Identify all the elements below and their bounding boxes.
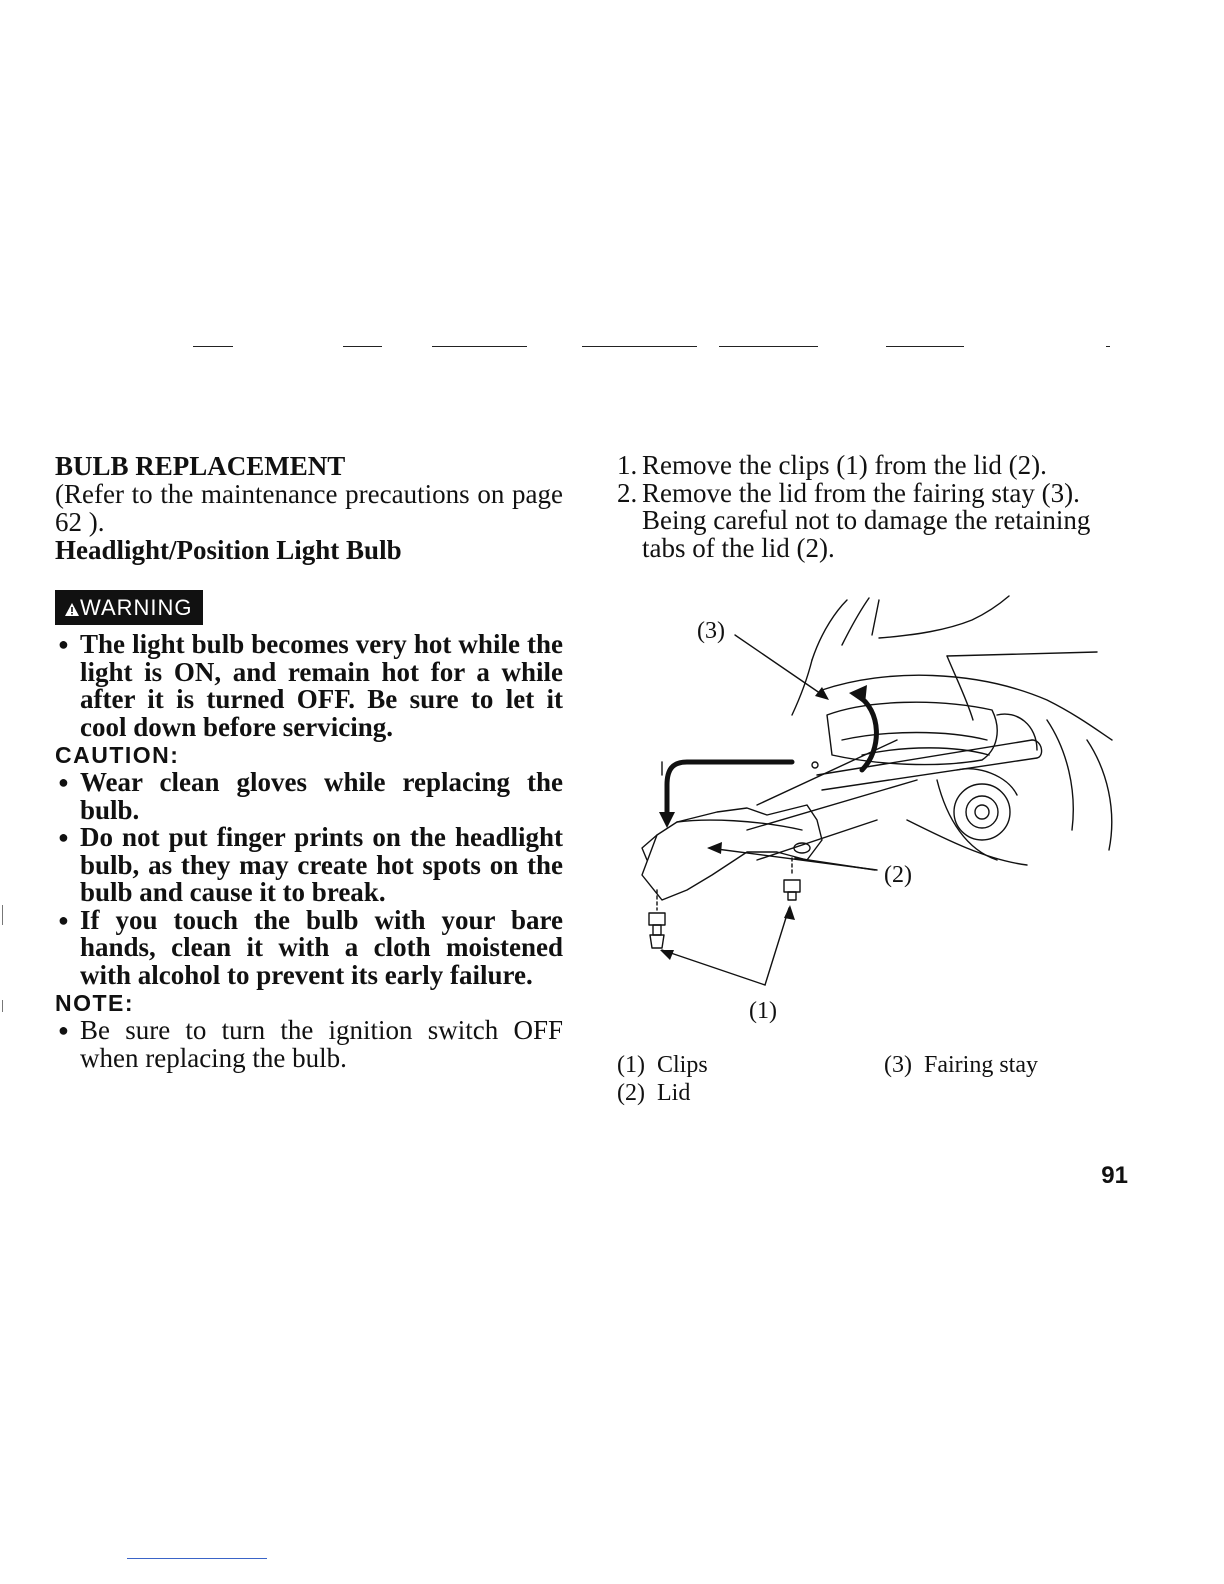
legend-item-fairing-stay: (3) Fairing stay xyxy=(884,1052,1038,1078)
warning-bullet: ●The light bulb becomes very hot while t… xyxy=(58,629,563,742)
header-rule xyxy=(193,346,233,347)
warning-triangle-icon xyxy=(65,603,79,616)
margin-mark xyxy=(2,1000,3,1012)
header-rule xyxy=(719,346,818,347)
caution-bullet: ●Wear clean gloves while replacing the b… xyxy=(58,767,563,825)
warning-label: WARNING xyxy=(80,595,193,620)
left-column: BULB REPLACEMENT (Refer to the maintenan… xyxy=(55,452,563,1072)
footer-rule xyxy=(127,1558,267,1559)
step-item: 1.Remove the clips (1) from the lid (2). xyxy=(617,450,1047,480)
legend-item-lid: (2) Lid xyxy=(617,1080,691,1106)
caution-bullet: ●Do not put finger prints on the headlig… xyxy=(58,822,563,907)
caution-heading: CAUTION: xyxy=(55,742,180,768)
header-rule xyxy=(886,346,964,347)
header-rule xyxy=(432,346,527,347)
header-rule xyxy=(343,346,382,347)
lid-removal-figure: (3) (2) (1) xyxy=(617,590,1137,1040)
header-rule xyxy=(1106,346,1110,347)
caution-list: ●Wear clean gloves while replacing the b… xyxy=(55,767,563,990)
note-list: ●Be sure to turn the ignition switch OFF… xyxy=(55,1015,563,1073)
margin-mark xyxy=(2,905,3,925)
note-bullet: ●Be sure to turn the ignition switch OFF… xyxy=(58,1015,563,1073)
warning-badge: WARNING xyxy=(55,590,203,625)
header-rule xyxy=(582,346,697,347)
warning-list: ●The light bulb becomes very hot while t… xyxy=(55,629,563,742)
bullet-dot-icon: ● xyxy=(58,1020,69,1040)
legend-item-clips: (1) Clips xyxy=(617,1052,708,1078)
subsection-title: Headlight/Position Light Bulb xyxy=(55,535,402,565)
callout-3: (3) xyxy=(697,618,725,644)
callout-1: (1) xyxy=(749,998,777,1024)
steps-list: 1.Remove the clips (1) from the lid (2).… xyxy=(617,450,1127,563)
callout-2: (2) xyxy=(884,862,912,888)
step-item: 2.Remove the lid from the fairing stay (… xyxy=(617,477,1091,563)
note-heading: NOTE: xyxy=(55,990,135,1016)
caution-bullet: ●If you touch the bulb with your bare ha… xyxy=(58,904,563,990)
bullet-dot-icon: ● xyxy=(58,909,69,930)
bullet-dot-icon: ● xyxy=(58,772,69,792)
section-title: BULB REPLACEMENT xyxy=(55,451,346,481)
bullet-dot-icon: ● xyxy=(58,827,69,847)
page-number: 91 xyxy=(1101,1162,1128,1189)
right-column: 1.Remove the clips (1) from the lid (2).… xyxy=(617,450,1127,563)
fairing-illustration xyxy=(641,595,1113,986)
bullet-dot-icon: ● xyxy=(58,634,69,654)
intro-text: (Refer to the maintenance precautions on… xyxy=(55,479,563,537)
